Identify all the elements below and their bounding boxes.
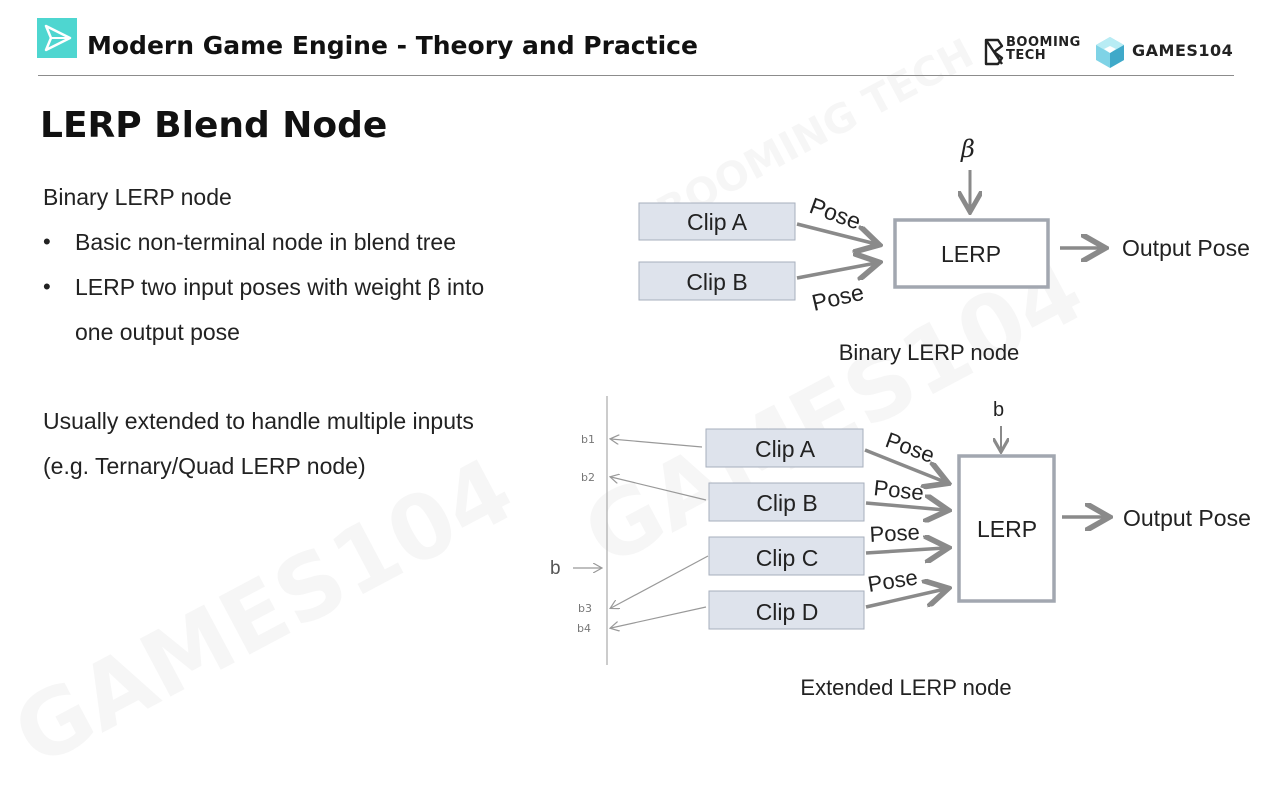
bullet-2: LERP two input poses with weight β into <box>75 274 485 300</box>
beta-label: β <box>960 135 975 163</box>
ext-clip-d-label: Clip D <box>756 599 819 625</box>
lerp-node-label: LERP <box>941 241 1001 267</box>
brand-booming-tech: BOOMING TECH <box>1006 36 1081 62</box>
clip-b-label: Clip B <box>686 269 747 295</box>
extended-text-line2: (e.g. Ternary/Quad LERP node) <box>43 453 366 479</box>
header-divider <box>38 75 1234 76</box>
slide-title: LERP Blend Node <box>40 105 388 146</box>
clip-a-box <box>638 202 796 241</box>
tick-b4: b4 <box>577 622 591 635</box>
booming-tech-logo-icon <box>984 38 1004 66</box>
tick-b2: b2 <box>581 471 595 484</box>
tick-b3: b3 <box>578 602 592 615</box>
ext-pose-c-label: Pose <box>869 519 920 547</box>
brand-booming-line1: BOOMING <box>1006 35 1081 50</box>
extended-text-line1: Usually extended to handle multiple inpu… <box>43 408 474 434</box>
ext-clip-b-box <box>708 482 865 522</box>
ext-pose-c-arrow <box>865 548 945 553</box>
ext-lerp-node-box <box>957 454 1056 603</box>
brand-games104: GAMES104 <box>1132 41 1234 60</box>
extended-caption: Extended LERP node <box>800 675 1011 700</box>
bullet-dot: • <box>43 229 51 254</box>
header-title: Modern Game Engine - Theory and Practice <box>87 31 698 60</box>
ext-pose-d-arrow <box>865 589 945 609</box>
pose-b-arrow <box>796 263 876 278</box>
games-cube-logo-icon <box>1096 37 1124 68</box>
clip-a-label: Clip A <box>687 209 748 235</box>
clip-a-tick-pointer <box>611 439 703 448</box>
clip-b-box <box>638 261 796 301</box>
bullet-dot: • <box>43 274 51 299</box>
ext-clip-b-label: Clip B <box>756 490 817 516</box>
tick-b1: b1 <box>581 433 595 446</box>
clip-b-tick-pointer <box>611 477 707 501</box>
ext-lerp-node-label: LERP <box>977 516 1037 542</box>
binary-lerp-diagram: β Clip A Clip B Pose Pose LERP Output Po… <box>638 135 1250 365</box>
output-pose-label: Output Pose <box>1122 235 1250 261</box>
bullet-1: Basic non-terminal node in blend tree <box>75 229 457 255</box>
pose-a-arrow <box>796 222 876 244</box>
ext-clip-a-label: Clip A <box>755 436 816 462</box>
binary-caption: Binary LERP node <box>839 340 1020 365</box>
lerp-node-box <box>893 218 1050 289</box>
bullet-2-continued: one output pose <box>75 319 240 345</box>
ext-clip-c-box <box>708 536 865 576</box>
ext-clip-d-box <box>708 590 865 630</box>
clip-c-tick-pointer <box>611 555 709 608</box>
ext-pose-b-arrow <box>865 503 945 510</box>
brand-booming-line2: TECH <box>1006 48 1047 63</box>
clip-d-tick-pointer <box>611 606 707 628</box>
ext-output-pose-label: Output Pose <box>1123 505 1251 531</box>
ext-b-label: b <box>993 399 1004 421</box>
ext-clip-c-label: Clip C <box>756 545 819 571</box>
intro-text: Binary LERP node <box>43 184 232 210</box>
pose-b-label: Pose <box>809 279 866 316</box>
ext-clip-a-box <box>705 428 864 468</box>
ext-pose-d-label: Pose <box>866 564 919 597</box>
b-axis-label: b <box>550 558 561 579</box>
ext-pose-b-label: Pose <box>872 475 924 505</box>
ext-pose-a-arrow <box>864 448 945 482</box>
extended-lerp-diagram: b1 b2 b3 b4 b Clip A Clip B Clip C Clip … <box>550 396 1251 700</box>
lerp-diagrams: β Clip A Clip B Pose Pose LERP Output Po… <box>550 135 1251 700</box>
play-logo-icon <box>37 18 77 58</box>
